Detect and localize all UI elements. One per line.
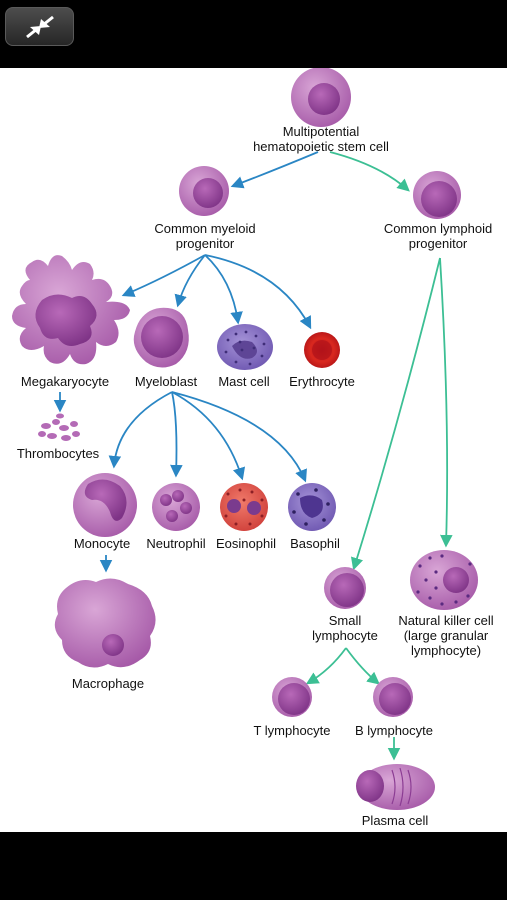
label-neutrophil: Neutrophil: [146, 536, 205, 551]
label-stem-line1: Multipotential: [283, 124, 360, 139]
label-basophil: Basophil: [290, 536, 340, 551]
plasma-cell: [356, 764, 435, 810]
label-b-lymphocyte: B lymphocyte: [355, 723, 433, 738]
label-plasma-cell: Plasma cell: [362, 813, 429, 828]
label-megakaryocyte: Megakaryocyte: [21, 374, 109, 389]
top-toolbar: [0, 0, 507, 68]
myeloblast-cell: [133, 307, 189, 368]
small-lymphocyte-cell: [324, 567, 366, 609]
nk-cell: [410, 550, 478, 610]
megakaryocyte-cell: [12, 255, 130, 365]
label-stem-line2: hematopoietic stem cell: [253, 139, 389, 154]
lymphoid-arrows: [305, 151, 453, 761]
label-thrombocytes: Thrombocytes: [17, 446, 100, 461]
label-eosinophil: Eosinophil: [216, 536, 276, 551]
mast-cell: [217, 324, 273, 370]
eosinophil-cell: [220, 483, 268, 531]
b-lymphocyte-cell: [373, 677, 413, 717]
exit-fullscreen-button[interactable]: [5, 7, 74, 46]
label-erythrocyte: Erythrocyte: [289, 374, 355, 389]
basophil-cell: [288, 483, 336, 531]
hematopoiesis-diagram: Multipotential hematopoietic stem cell C…: [12, 68, 494, 828]
label-lymphoid-line1: Common lymphoid: [384, 221, 492, 236]
label-macrophage: Macrophage: [72, 676, 144, 691]
stem-cell: [291, 68, 351, 127]
label-small-lymphocyte-line2: lymphocyte: [312, 628, 378, 643]
label-myeloid-line2: progenitor: [176, 236, 235, 251]
label-mast-cell: Mast cell: [218, 374, 269, 389]
label-t-lymphocyte: T lymphocyte: [253, 723, 330, 738]
macrophage-cell: [54, 578, 156, 668]
thrombocytes-cells: [38, 413, 80, 441]
erythrocyte-cell: [304, 332, 340, 368]
label-nk-line2: (large granular: [404, 628, 489, 643]
label-nk-line1: Natural killer cell: [398, 613, 493, 628]
diagram-panel: Multipotential hematopoietic stem cell C…: [0, 68, 507, 832]
bottom-bar: [0, 832, 507, 900]
label-monocyte: Monocyte: [74, 536, 130, 551]
neutrophil-cell: [152, 483, 200, 531]
monocyte-cell: [73, 473, 137, 537]
myeloid-progenitor-cell: [179, 166, 229, 216]
label-myeloblast: Myeloblast: [135, 374, 198, 389]
label-myeloid-line1: Common myeloid: [154, 221, 255, 236]
exit-fullscreen-icon: [25, 15, 54, 38]
t-lymphocyte-cell: [272, 677, 312, 717]
label-lymphoid-line2: progenitor: [409, 236, 468, 251]
lymphoid-progenitor-cell: [413, 171, 461, 219]
label-small-lymphocyte-line1: Small: [329, 613, 362, 628]
myeloid-arrows: [53, 254, 312, 573]
label-nk-line3: lymphocyte): [411, 643, 481, 658]
cell-labels: Multipotential hematopoietic stem cell C…: [17, 124, 494, 828]
